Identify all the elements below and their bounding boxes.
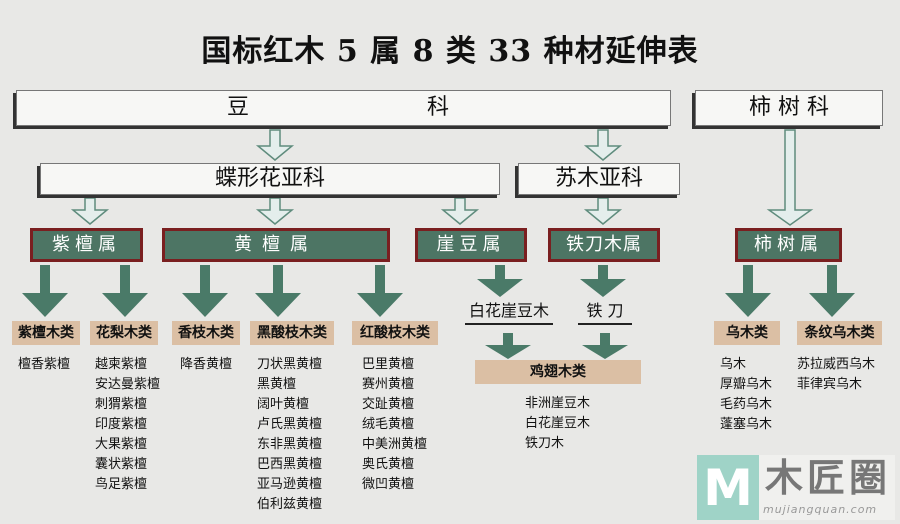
genus-tiedaomu: 铁刀木属: [548, 228, 660, 262]
list-item: 绒毛黄檀: [362, 417, 415, 432]
solid-arrow: [477, 265, 523, 297]
list-item: 非洲崖豆木: [525, 396, 591, 411]
solid-arrow: [485, 333, 531, 359]
list-item: 刀状黑黄檀: [257, 357, 323, 372]
solid-arrow: [580, 265, 626, 297]
list-item: 中美洲黄檀: [362, 437, 428, 452]
logo-url: mujiangquan.com: [763, 503, 878, 516]
family-dou-bar: 豆 科: [16, 90, 671, 126]
logo-name: 木匠圈: [765, 456, 892, 500]
list-item: 亚马逊黄檀: [257, 477, 323, 492]
list-item: 毛药乌木: [720, 397, 773, 412]
hollow-arrow: [255, 197, 295, 225]
family-shishu-bar: 柿 树 科: [695, 90, 883, 126]
list-item: 微凹黄檀: [362, 477, 415, 492]
solid-arrow: [22, 265, 68, 317]
list-item: 大果紫檀: [95, 437, 148, 452]
list-item: 越柬紫檀: [95, 357, 148, 372]
species-list: 苏拉威西乌木 菲律宾乌木: [797, 355, 875, 395]
hollow-arrow: [583, 129, 623, 161]
list-item: 印度紫檀: [95, 417, 148, 432]
species-tiedao: 铁 刀: [578, 299, 632, 325]
list-item: 檀香紫檀: [18, 357, 71, 372]
class-label: 乌木类: [714, 321, 780, 345]
solid-arrow: [725, 265, 771, 317]
solid-arrow: [255, 265, 301, 317]
list-item: 赛州黄檀: [362, 377, 415, 392]
genus-shishu: 柿树属: [735, 228, 842, 262]
list-item: 苏拉威西乌木: [797, 357, 876, 372]
species-list: 越柬紫檀 安达曼紫檀 刺猬紫檀 印度紫檀 大果紫檀 囊状紫檀 鸟足紫檀: [95, 355, 160, 495]
solid-arrow: [182, 265, 228, 317]
logo-text: 木匠圈 mujiangquan.com: [759, 455, 895, 520]
species-list: 乌木 厚瓣乌木 毛药乌木 蓬塞乌木: [720, 355, 772, 435]
hollow-arrow: [70, 197, 110, 225]
solid-arrow: [809, 265, 855, 317]
species-list: 巴里黄檀 赛州黄檀 交趾黄檀 绒毛黄檀 中美洲黄檀 奥氏黄檀 微凹黄檀: [362, 355, 427, 495]
genus-huangtan: 黄檀属: [162, 228, 390, 262]
list-item: 白花崖豆木: [525, 416, 591, 431]
list-item: 囊状紫檀: [95, 457, 148, 472]
hollow-arrow: [255, 129, 295, 161]
species-list: 非洲崖豆木 白花崖豆木 铁刀木: [525, 394, 590, 454]
watermark-logo: M 木匠圈 mujiangquan.com: [697, 455, 895, 520]
species-baihua: 白花崖豆木: [465, 299, 553, 325]
class-label: 条纹乌木类: [797, 321, 882, 345]
list-item: 菲律宾乌木: [797, 377, 863, 392]
list-item: 铁刀木: [525, 436, 565, 451]
family-dou-right: 科: [427, 95, 450, 120]
list-item: 安达曼紫檀: [95, 377, 161, 392]
list-item: 卢氏黑黄檀: [257, 417, 323, 432]
class-label: 鸡翅木类: [475, 360, 641, 384]
list-item: 伯利兹黄檀: [257, 497, 323, 512]
list-item: 蓬塞乌木: [720, 417, 773, 432]
class-label: 花梨木类: [90, 321, 158, 345]
page-title: 国标红木 5 属 8 类 33 种材延伸表: [201, 34, 699, 69]
list-item: 巴里黄檀: [362, 357, 415, 372]
subfamily-sumu: 苏木亚科: [518, 163, 680, 195]
hollow-arrow: [583, 197, 623, 225]
species-list: 檀香紫檀: [18, 355, 70, 375]
list-item: 厚瓣乌木: [720, 377, 773, 392]
subfamily-diexing: 蝶形花亚科: [40, 163, 500, 195]
list-item: 巴西黑黄檀: [257, 457, 323, 472]
list-item: 黑黄檀: [257, 377, 297, 392]
list-item: 阔叶黄檀: [257, 397, 310, 412]
logo-mark: M: [697, 455, 759, 520]
genus-yadou: 崖豆属: [415, 228, 527, 262]
list-item: 刺猬紫檀: [95, 397, 148, 412]
class-label: 紫檀木类: [12, 321, 80, 345]
list-item: 鸟足紫檀: [95, 477, 148, 492]
class-label: 香枝木类: [172, 321, 240, 345]
family-dou-left: 豆: [227, 95, 250, 120]
solid-arrow: [102, 265, 148, 317]
list-item: 交趾黄檀: [362, 397, 415, 412]
hollow-arrow: [766, 129, 814, 226]
list-item: 奥氏黄檀: [362, 457, 415, 472]
class-label: 红酸枝木类: [352, 321, 438, 345]
list-item: 东非黑黄檀: [257, 437, 323, 452]
list-item: 降香黄檀: [180, 357, 233, 372]
solid-arrow: [357, 265, 403, 317]
species-list: 降香黄檀: [180, 355, 232, 375]
species-list: 刀状黑黄檀 黑黄檀 阔叶黄檀 卢氏黑黄檀 东非黑黄檀 巴西黑黄檀 亚马逊黄檀 伯…: [257, 355, 322, 515]
solid-arrow: [582, 333, 628, 359]
hollow-arrow: [440, 197, 480, 225]
list-item: 乌木: [720, 357, 747, 372]
genus-zitan: 紫檀属: [30, 228, 143, 262]
class-label: 黑酸枝木类: [250, 321, 334, 345]
